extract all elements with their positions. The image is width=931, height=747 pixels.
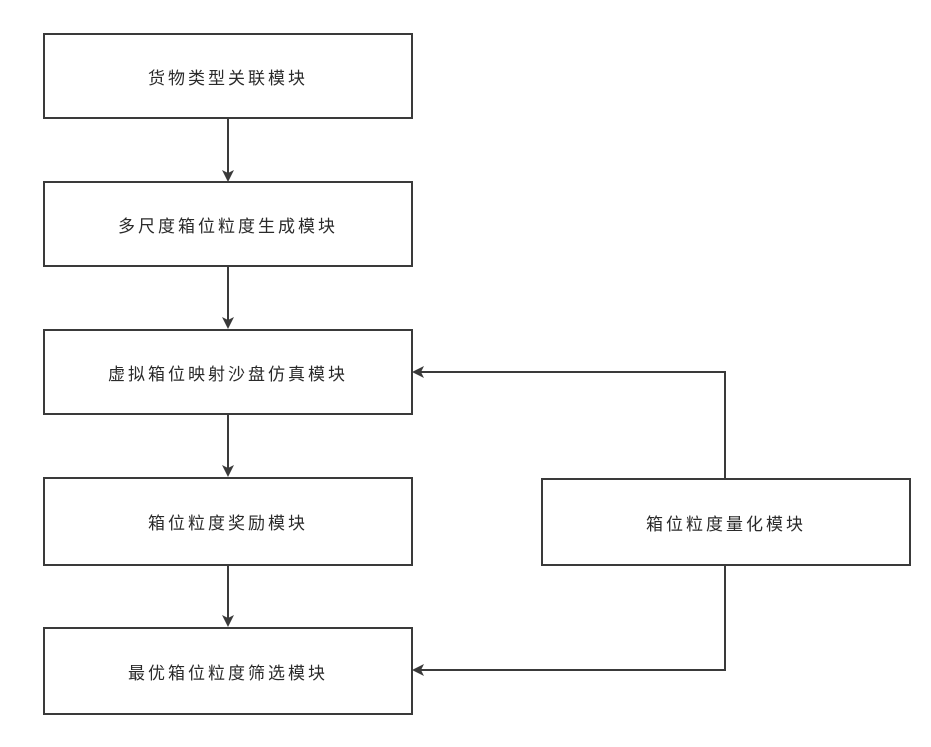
node-multi-scale-granularity-generation: 多尺度箱位粒度生成模块 (43, 181, 413, 267)
edge-quantization-to-optimal (414, 566, 725, 670)
node-label: 最优箱位粒度筛选模块 (128, 659, 328, 684)
node-label: 箱位粒度量化模块 (646, 510, 806, 535)
node-optimal-granularity-selection: 最优箱位粒度筛选模块 (43, 627, 413, 715)
node-cargo-type-association: 货物类型关联模块 (43, 33, 413, 119)
edge-quantization-to-virtual (414, 372, 725, 478)
node-granularity-reward: 箱位粒度奖励模块 (43, 477, 413, 566)
node-label: 虚拟箱位映射沙盘仿真模块 (108, 360, 348, 385)
node-label: 箱位粒度奖励模块 (148, 509, 308, 534)
node-label: 多尺度箱位粒度生成模块 (118, 212, 338, 237)
node-label: 货物类型关联模块 (148, 64, 308, 89)
node-virtual-mapping-sandbox-simulation: 虚拟箱位映射沙盘仿真模块 (43, 329, 413, 415)
node-granularity-quantization: 箱位粒度量化模块 (541, 478, 911, 566)
